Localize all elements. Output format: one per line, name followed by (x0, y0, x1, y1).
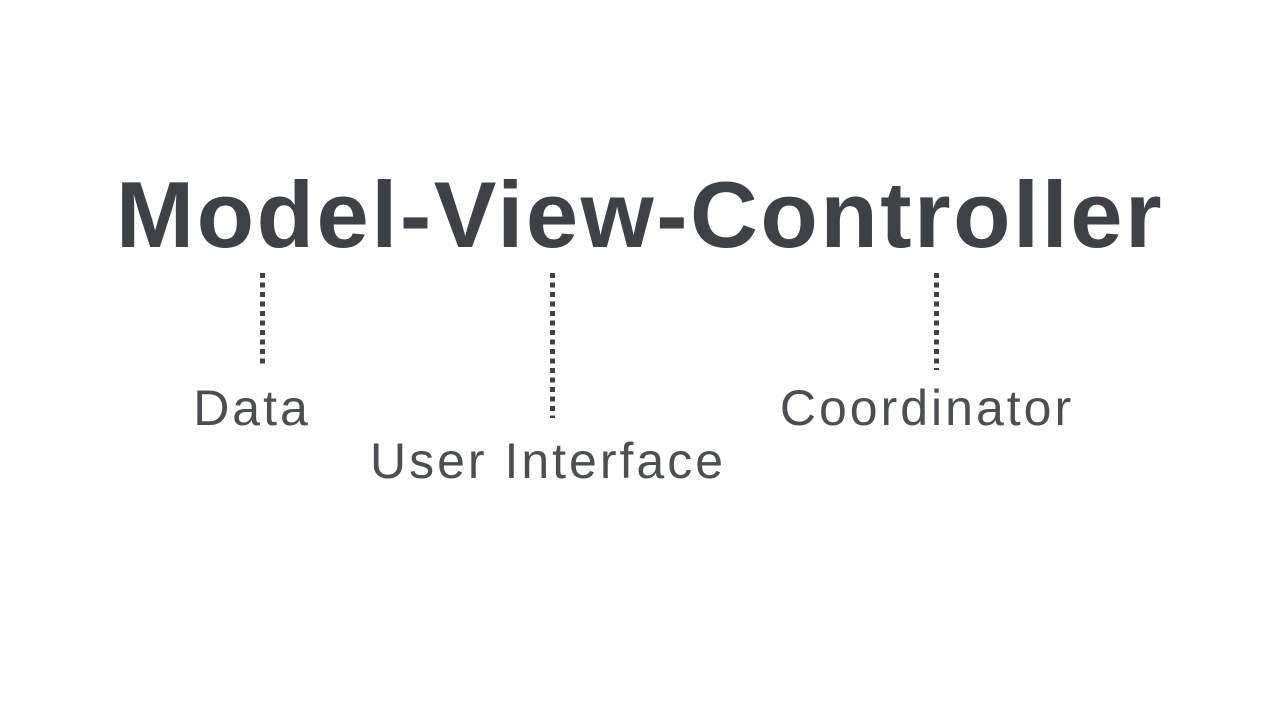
model-connector-dotted-line (260, 273, 265, 368)
controller-label: Coordinator (779, 380, 1075, 436)
model-label: Data (193, 380, 311, 436)
view-label: User Interface (369, 433, 727, 489)
controller-connector-dotted-line (934, 273, 939, 370)
view-connector-dotted-line (550, 273, 555, 418)
page-title: Model-View-Controller (115, 162, 1165, 267)
